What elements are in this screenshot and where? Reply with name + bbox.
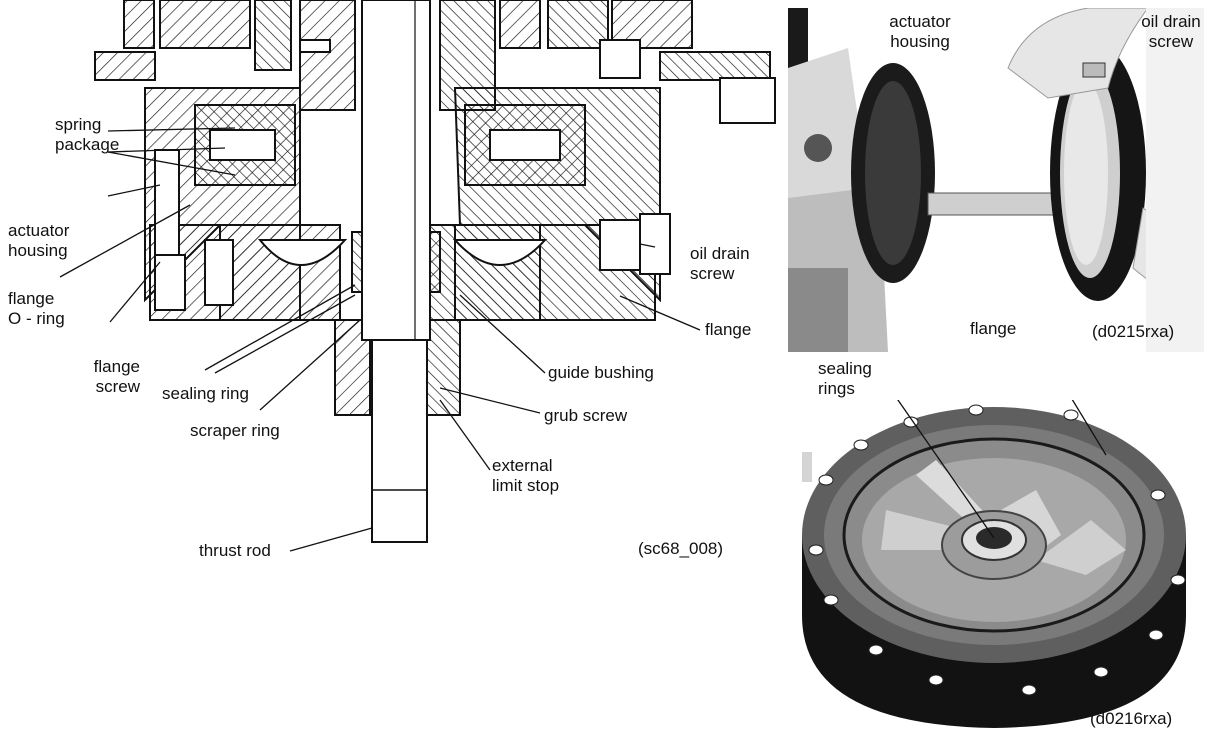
label-sealing-ring: sealing ring <box>162 384 249 403</box>
leader-lines <box>59 127 701 552</box>
photo-flange-sealing-rings <box>802 400 1186 728</box>
label-guide-bushing: guide bushing <box>548 363 654 382</box>
photo-label-actuator-housing: actuator housing <box>889 12 951 51</box>
photo-label-flange: flange <box>970 319 1017 338</box>
figure-id-d0216: (d0216rxa) <box>1090 709 1173 728</box>
figure-id-d0215: (d0215rxa) <box>1092 322 1175 341</box>
sectional-drawing <box>59 0 776 552</box>
photo-actuator-flange <box>788 8 1204 352</box>
label-actuator-housing: actuator housing <box>8 221 70 260</box>
figure-id-sc68: (sc68_008) <box>638 539 724 558</box>
label-external-limit-stop: external limit stop <box>492 456 560 495</box>
label-flange: flange <box>705 320 752 339</box>
thrust-rod <box>351 0 441 543</box>
label-flange-o-ring: flange O - ring <box>8 289 65 328</box>
photo-label-oil-drain-screw: oil drain screw <box>1141 12 1201 51</box>
label-flange-screw: flange screw <box>93 357 140 396</box>
label-thrust-rod: thrust rod <box>199 541 271 560</box>
label-scraper-ring: scraper ring <box>190 421 280 440</box>
flange-section <box>149 149 671 321</box>
label-oil-drain-screw: oil drain screw <box>690 244 750 283</box>
photo-label-sealing-rings: sealing rings <box>818 359 872 398</box>
label-grub-screw: grub screw <box>544 406 628 425</box>
top-housing-parts <box>94 0 776 124</box>
label-spring-package: spring package <box>55 115 120 154</box>
